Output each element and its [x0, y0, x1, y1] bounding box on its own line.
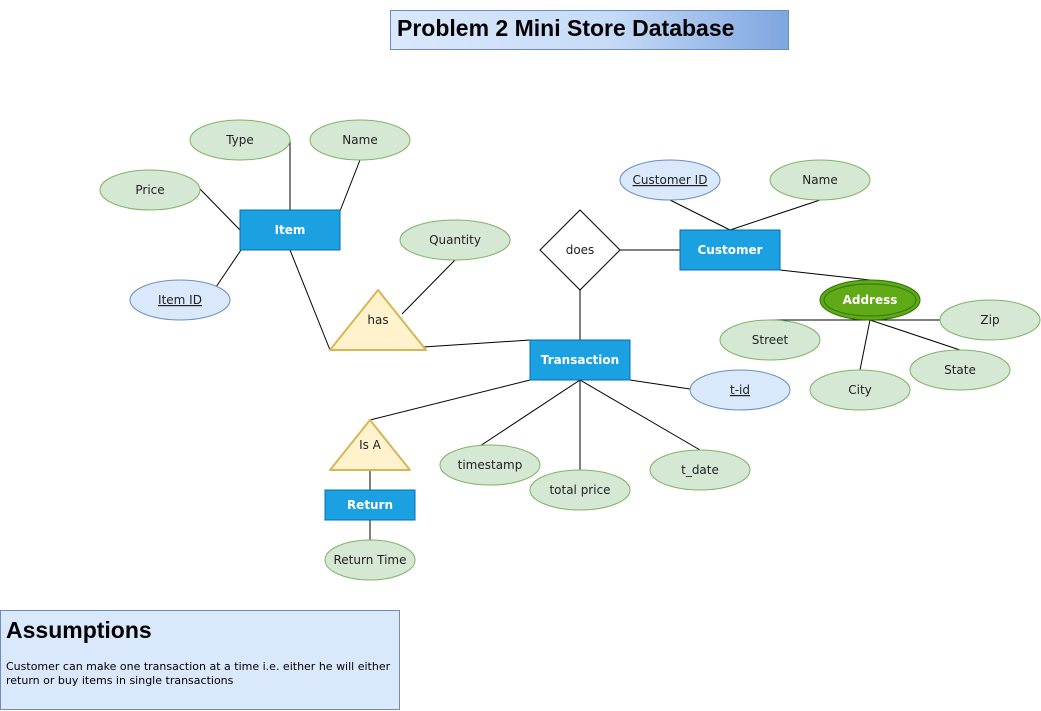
attribute-street[interactable]: Street [719, 319, 821, 361]
relationship-has-label: has [367, 313, 388, 327]
attribute-t-date[interactable]: t_date [649, 449, 751, 491]
attribute-quantity-label: Quantity [429, 233, 481, 247]
relationship-is-a-label: Is A [359, 438, 382, 452]
attribute-item-name-label: Name [342, 133, 377, 147]
relationship-does[interactable]: does [539, 209, 621, 291]
attribute-customer-id[interactable]: Customer ID [619, 159, 721, 201]
attribute-price[interactable]: Price [99, 169, 201, 211]
attribute-total-price-label: total price [549, 483, 610, 497]
attribute-item-name[interactable]: Name [309, 119, 411, 161]
attribute-address-label: Address [843, 293, 898, 307]
attribute-t-date-label: t_date [681, 463, 719, 477]
attribute-state[interactable]: State [909, 349, 1011, 391]
attribute-customer-id-label: Customer ID [633, 173, 708, 187]
attribute-total-price[interactable]: total price [529, 469, 631, 511]
attribute-city-label: City [848, 383, 872, 397]
attribute-customer-name[interactable]: Name [769, 159, 871, 201]
entity-return-label: Return [347, 498, 393, 512]
attribute-t-id[interactable]: t-id [689, 369, 791, 411]
attribute-item-id[interactable]: Item ID [129, 279, 231, 321]
connector-lines [199, 140, 961, 540]
attribute-state-label: State [944, 363, 976, 377]
attribute-timestamp[interactable]: timestamp [439, 444, 541, 486]
attribute-return-time[interactable]: Return Time [324, 539, 416, 581]
relationship-has[interactable]: has [329, 289, 427, 351]
attribute-zip-label: Zip [980, 313, 999, 327]
relationship-is-a[interactable]: Is A [329, 419, 411, 471]
attribute-timestamp-label: timestamp [458, 458, 523, 472]
entity-transaction[interactable]: Transaction [529, 339, 631, 381]
entity-return[interactable]: Return [324, 489, 416, 521]
attribute-price-label: Price [135, 183, 164, 197]
attribute-address[interactable]: Address [819, 279, 921, 321]
diagram-title: Problem 2 Mini Store Database [390, 10, 789, 50]
assumptions-text: Customer can make one transaction at a t… [6, 660, 391, 687]
entity-transaction-label: Transaction [541, 353, 619, 367]
entity-item-label: Item [275, 223, 306, 237]
entity-customer[interactable]: Customer [679, 229, 781, 271]
attribute-zip[interactable]: Zip [939, 299, 1041, 341]
attribute-city[interactable]: City [809, 369, 911, 411]
attribute-t-id-label: t-id [730, 383, 750, 397]
relationship-does-label: does [566, 243, 595, 257]
entity-customer-label: Customer [697, 243, 762, 257]
attribute-quantity[interactable]: Quantity [399, 219, 511, 261]
assumptions-panel: Assumptions Customer can make one transa… [0, 610, 400, 710]
assumptions-heading: Assumptions [6, 617, 152, 643]
attribute-street-label: Street [752, 333, 789, 347]
attribute-customer-name-label: Name [802, 173, 837, 187]
attribute-type[interactable]: Type [189, 119, 291, 161]
entity-item[interactable]: Item [239, 209, 341, 251]
attribute-return-time-label: Return Time [333, 553, 406, 567]
attribute-item-id-label: Item ID [158, 293, 202, 307]
attribute-type-label: Type [225, 133, 254, 147]
